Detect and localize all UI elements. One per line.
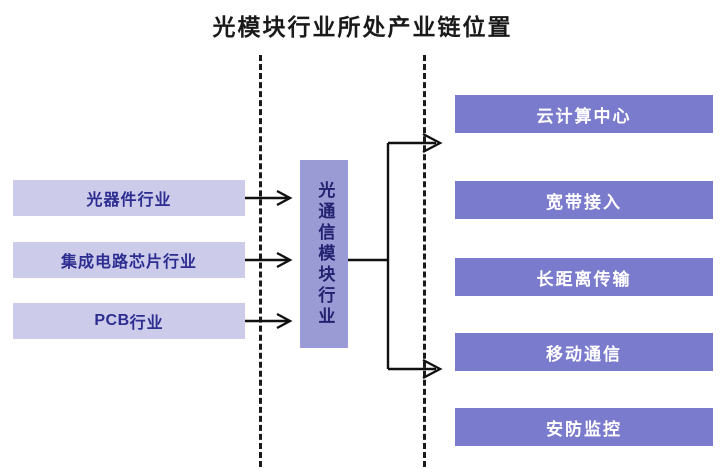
midstream-node-label: 光通信模块行业 bbox=[315, 180, 335, 328]
arrow-bracket-bottom-to-downstream bbox=[388, 358, 443, 380]
downstream-node-security-surveillance[interactable]: 安防监控 bbox=[455, 408, 713, 446]
downstream-node-mobile-communication[interactable]: 移动通信 bbox=[455, 333, 713, 371]
upstream-node-label: 光器件行业 bbox=[86, 192, 172, 209]
downstream-node-label: 长距离传输 bbox=[536, 269, 632, 289]
arrow-upstream-3-to-midstream bbox=[245, 312, 293, 330]
downstream-node-cloud-computing-center[interactable]: 云计算中心 bbox=[455, 95, 713, 133]
arrow-upstream-1-to-midstream bbox=[245, 189, 293, 207]
midstream-node-optical-module-industry[interactable]: 光通信模块行业 bbox=[300, 160, 348, 348]
downstream-node-broadband-access[interactable]: 宽带接入 bbox=[455, 181, 713, 219]
upstream-node-optical-components[interactable]: 光器件行业 bbox=[13, 180, 245, 216]
arrow-bracket-top-to-downstream bbox=[388, 132, 443, 154]
page-title: 光模块行业所处产业链位置 bbox=[212, 15, 513, 40]
upstream-node-label: 集成电路芯片行业 bbox=[60, 254, 197, 271]
upstream-node-ic-chip[interactable]: 集成电路芯片行业 bbox=[13, 242, 245, 278]
upstream-node-label-latin: PCB bbox=[94, 312, 130, 329]
downstream-node-label: 云计算中心 bbox=[536, 106, 632, 126]
downstream-node-label: 安防监控 bbox=[546, 419, 622, 439]
upstream-node-label-cjk: 行业 bbox=[129, 315, 164, 332]
downstream-node-label: 移动通信 bbox=[546, 344, 622, 364]
downstream-node-long-haul-transmission[interactable]: 长距离传输 bbox=[455, 258, 713, 296]
downstream-node-label: 宽带接入 bbox=[546, 192, 622, 212]
divider-midstream-downstream bbox=[423, 55, 426, 467]
divider-upstream-midstream bbox=[259, 55, 262, 467]
arrow-upstream-2-to-midstream bbox=[245, 251, 293, 269]
